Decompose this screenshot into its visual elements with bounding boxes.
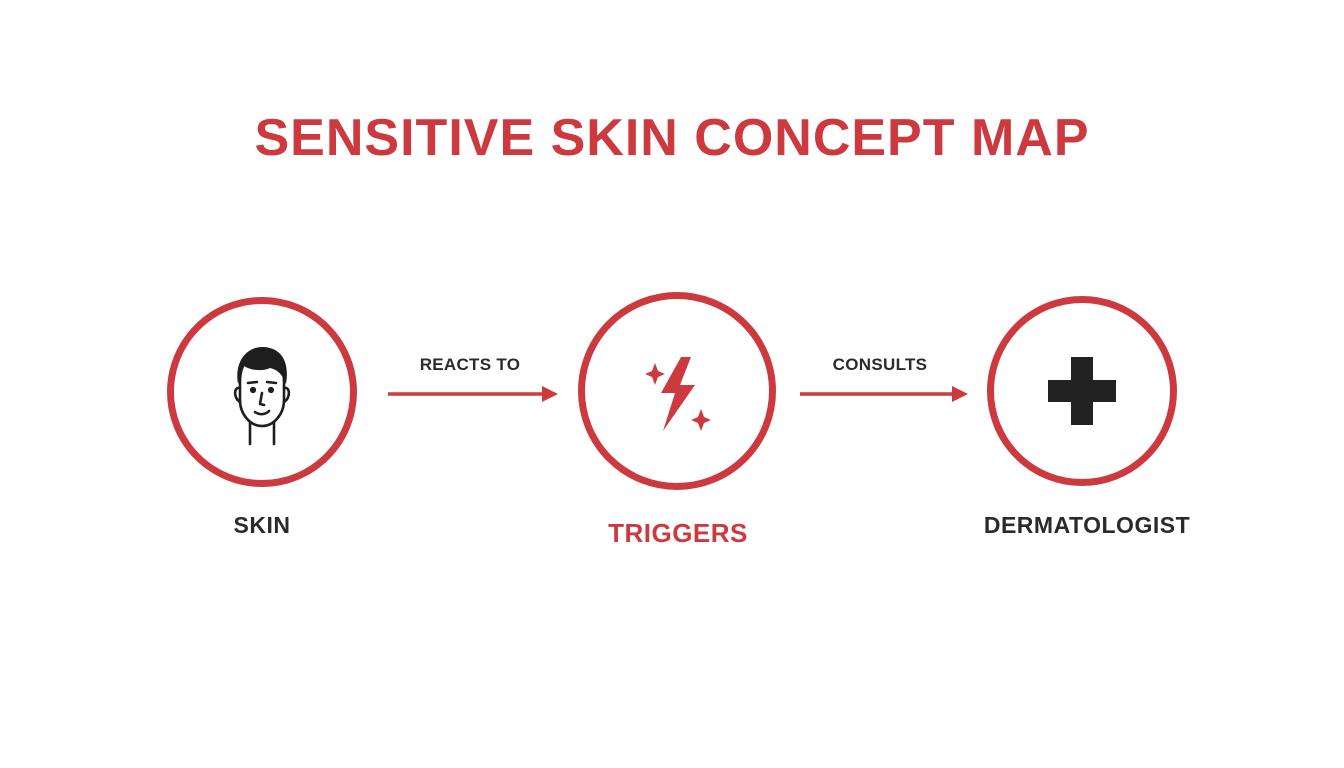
skin-node-label: SKIN bbox=[233, 512, 291, 538]
face-icon bbox=[233, 346, 291, 446]
lightning-sparkle-icon bbox=[645, 357, 711, 431]
edge-label-reacts-to: REACTS TO bbox=[419, 355, 521, 374]
skin-node bbox=[167, 297, 357, 487]
edge-label-consults: CONSULTS bbox=[832, 355, 928, 374]
dermatologist-node-label: DERMATOLOGIST bbox=[983, 512, 1191, 538]
diagram-title: SENSITIVE SKIN CONCEPT MAP bbox=[254, 109, 1090, 167]
arrow-consults bbox=[800, 386, 968, 402]
triggers-node-label: TRIGGERS bbox=[608, 518, 748, 548]
triggers-node bbox=[578, 292, 776, 490]
dermatologist-node bbox=[987, 296, 1177, 486]
medical-cross-icon bbox=[1048, 357, 1116, 425]
arrow-reacts-to bbox=[388, 386, 558, 402]
